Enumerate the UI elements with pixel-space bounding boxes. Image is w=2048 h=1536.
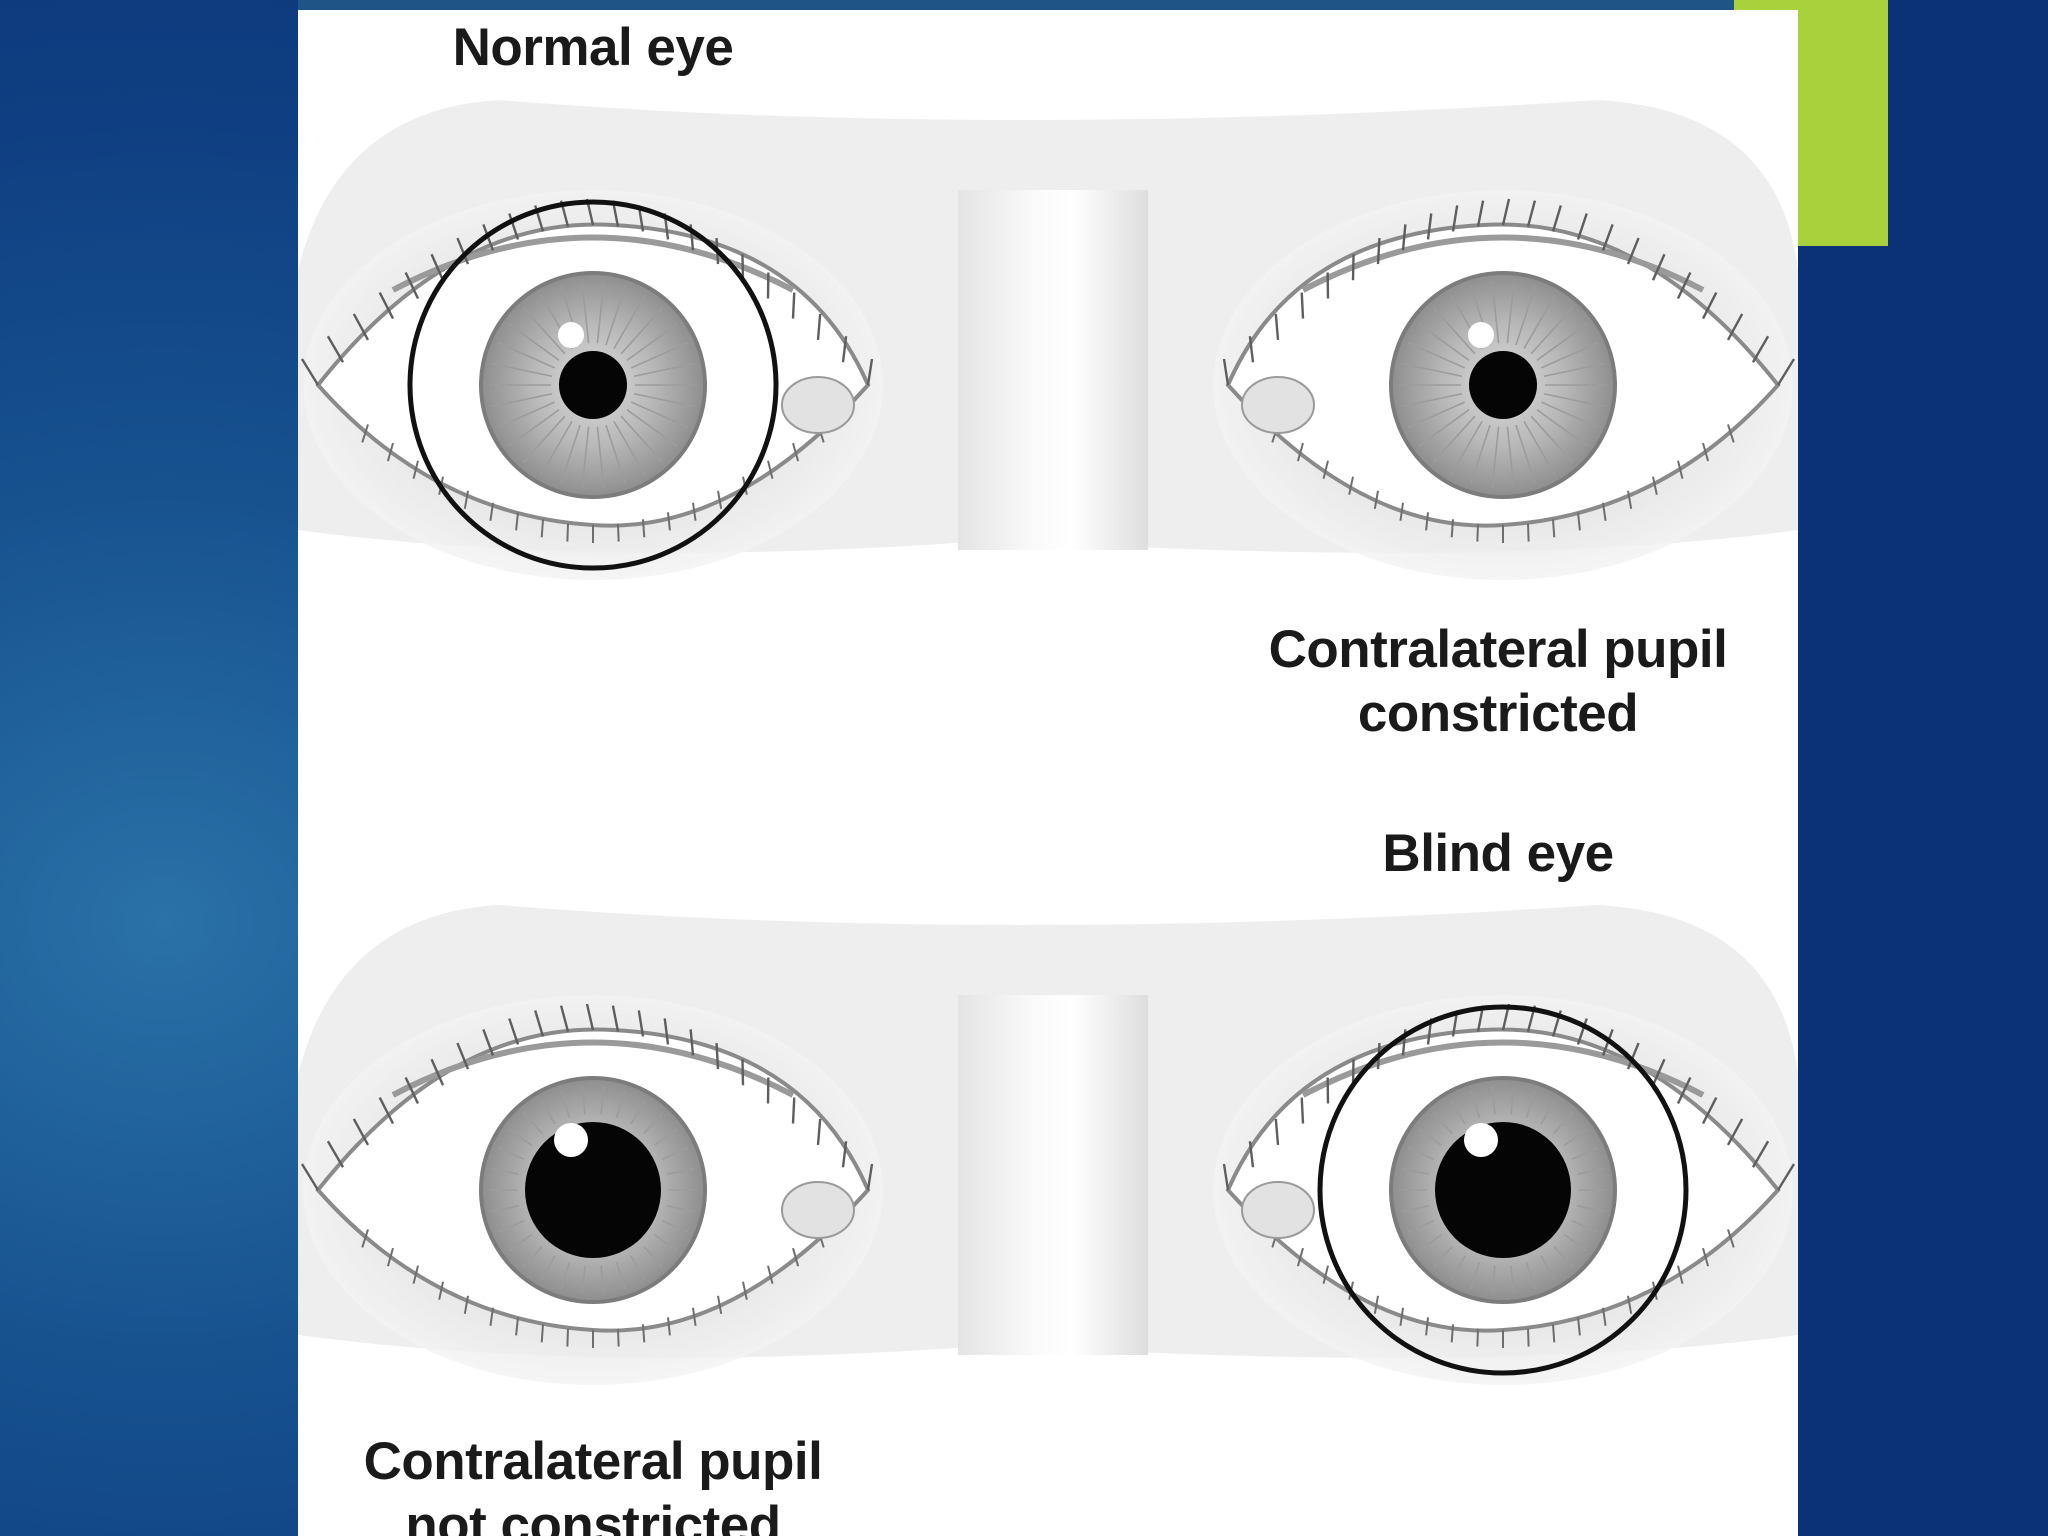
eye-top-left-lower-lashes xyxy=(361,424,825,543)
eye-top-left-caruncle xyxy=(781,376,855,434)
eye-top-left-lid-crease xyxy=(391,234,795,293)
eye-bottom-left-iris-fibers xyxy=(489,1086,697,1294)
eye-top-right-lid-crease xyxy=(1301,234,1705,293)
label-contralateral-pupil-not-constricted: Contralateral pupil not constricted xyxy=(363,1432,823,1536)
eye-bottom-left-pupil xyxy=(525,1122,661,1258)
label-contralateral-pupil-constricted: Contralateral pupil constricted xyxy=(1268,620,1728,743)
eye-bottom-right-highlight xyxy=(1464,1123,1498,1157)
eye-bottom-left-caruncle xyxy=(781,1181,855,1239)
face-panel-bottom xyxy=(298,905,1798,1385)
nose-bridge-bottom xyxy=(958,995,1148,1355)
slide-top-band xyxy=(298,0,1738,10)
eye-bottom-left-highlight xyxy=(554,1123,588,1157)
eye-bottom-right-lid-crease xyxy=(1301,1039,1705,1098)
label-normal-eye: Normal eye xyxy=(452,18,734,77)
eye-bottom-left-lid-crease xyxy=(391,1039,795,1098)
face-panel-top xyxy=(298,100,1798,580)
nose-bridge-top xyxy=(958,190,1148,550)
eye-bottom-right-caruncle xyxy=(1241,1181,1315,1239)
eye-top-right-pupil xyxy=(1469,351,1537,419)
label-blind-eye: Blind eye xyxy=(1382,824,1614,883)
eye-top-right-caruncle xyxy=(1241,376,1315,434)
eyes-illustration xyxy=(298,100,1798,1385)
eye-top-left-iris-fibers xyxy=(489,281,697,489)
eye-top-right-iris-fibers xyxy=(1399,281,1607,489)
eye-bottom-right-iris-fibers xyxy=(1399,1086,1607,1294)
eye-bottom-right-pupil xyxy=(1435,1122,1571,1258)
eye-bottom-left-upper-lashes xyxy=(300,1003,874,1191)
figure-panel: Normal eye Contralateral pupil constrict… xyxy=(298,10,1798,1536)
eye-top-right-highlight xyxy=(1468,322,1494,348)
light-stimulus-circle-top xyxy=(407,199,779,571)
eye-top-left-pupil xyxy=(559,351,627,419)
eye-top-left-highlight xyxy=(558,322,584,348)
eye-top-right-upper-lashes xyxy=(1222,198,1796,386)
light-stimulus-circle-bottom xyxy=(1317,1004,1689,1376)
